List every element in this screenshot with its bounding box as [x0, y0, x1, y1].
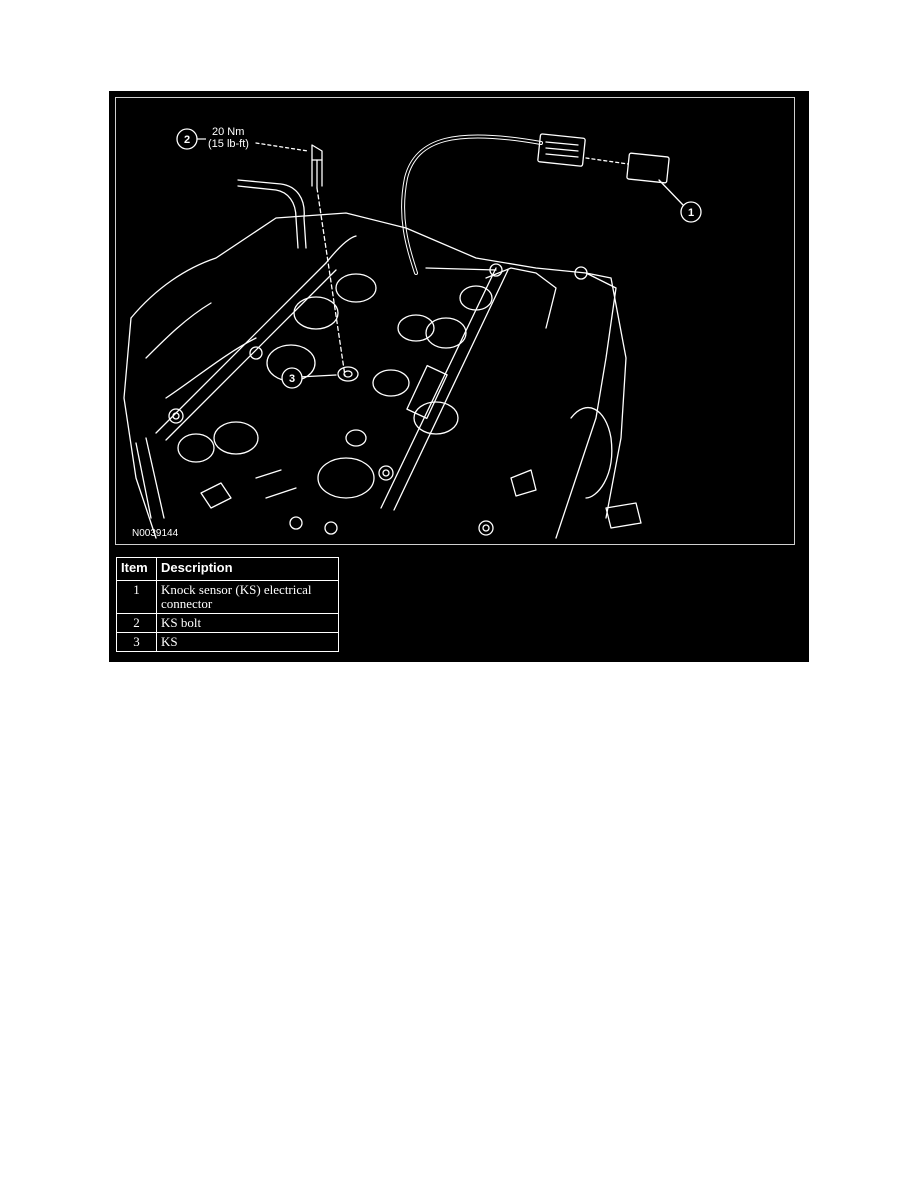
- legend-item-number: 2: [116, 613, 157, 633]
- figure-id: N0039144: [132, 528, 179, 539]
- torque-nm-label: 20 Nm: [212, 126, 244, 138]
- table-row: 1 Knock sensor (KS) electrical connector: [116, 580, 339, 614]
- callout-1-number: 1: [688, 207, 694, 219]
- engine-diagram: 2 3 1 20 Nm (15 lb-ft) N0039144: [115, 97, 795, 545]
- legend-item-number: 1: [116, 580, 157, 614]
- callout-3-number: 3: [289, 373, 295, 385]
- figure-panel: 2 3 1 20 Nm (15 lb-ft) N0039144 Item Des…: [109, 91, 809, 662]
- torque-lbft-label: (15 lb-ft): [208, 138, 249, 150]
- legend-table: Item Description 1 Knock sensor (KS) ele…: [116, 557, 339, 652]
- callout-3-circle: [281, 367, 303, 389]
- legend-item-description: KS bolt: [156, 613, 339, 633]
- callout-1-circle: [680, 201, 702, 223]
- legend-item-description: KS: [156, 632, 339, 652]
- legend-item-number: 3: [116, 632, 157, 652]
- table-row: 2 KS bolt: [116, 613, 339, 633]
- engine-line-drawing: 2 3 1 20 Nm (15 lb-ft): [123, 126, 702, 539]
- legend-header-item: Item: [116, 557, 157, 581]
- legend-item-description: Knock sensor (KS) electrical connector: [156, 580, 339, 614]
- legend-header-description: Description: [156, 557, 339, 581]
- callout-2-number: 2: [184, 134, 190, 146]
- table-row: 3 KS: [116, 632, 339, 652]
- legend-header-row: Item Description: [116, 557, 339, 581]
